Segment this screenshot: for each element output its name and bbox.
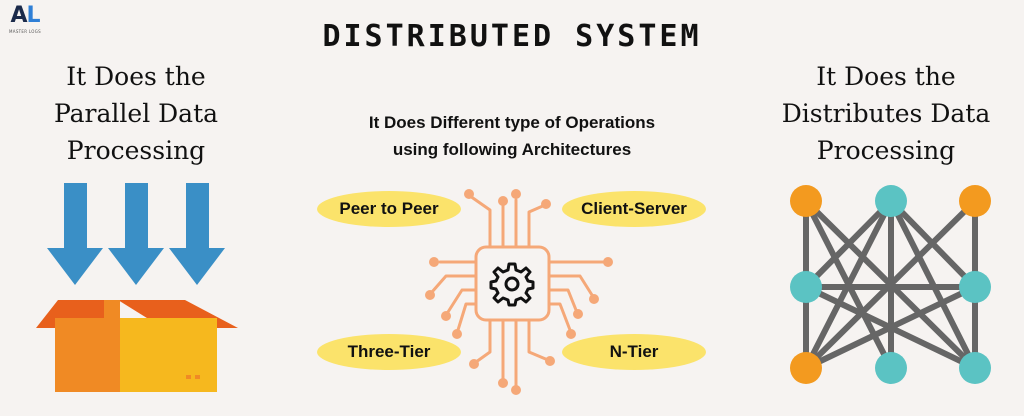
left-heading-line-3: Processing: [66, 136, 206, 165]
network-node: [790, 352, 822, 384]
center-heading-line-2: using following Architectures: [392, 140, 632, 159]
architecture-pill-bg: [562, 334, 706, 370]
center-heading-line-1: It Does Different type of Operations: [368, 113, 656, 132]
network-graph-icon: [790, 185, 991, 384]
right-heading-line-2: Distributes Data: [781, 99, 991, 128]
box-label-mark: [195, 375, 200, 379]
right-heading-line-1: It Does the: [816, 62, 956, 91]
right-heading: It Does the Distributes Data Processing: [756, 58, 1016, 169]
architecture-pill-bg: [317, 334, 461, 370]
processor-chip-icon: [430, 194, 605, 387]
pill-three-tier: Three-Tier: [347, 342, 431, 361]
circuit-terminals: [425, 189, 613, 395]
page-title: DISTRIBUTED SYSTEM: [322, 19, 702, 54]
network-node: [875, 185, 907, 217]
logo-letter-a: A: [10, 3, 27, 28]
pill-client-server: Client-Server: [581, 199, 687, 218]
brand-logo: AL MASTER LOGS: [6, 4, 44, 38]
network-node: [790, 271, 822, 303]
logo-letter-l: L: [26, 3, 41, 28]
network-node: [959, 185, 991, 217]
logo-subtitle: MASTER LOGS: [9, 29, 41, 34]
center-heading: It Does Different type of Operations usi…: [312, 109, 712, 163]
pill-n-tier: N-Tier: [609, 342, 659, 361]
gear-icon: [489, 262, 535, 307]
box-label-mark: [186, 375, 191, 379]
architecture-pill-bg: [562, 191, 706, 227]
architecture-pill-bg: [317, 191, 461, 227]
pill-peer-to-peer: Peer to Peer: [339, 199, 439, 218]
down-arrow-icon: [108, 183, 164, 285]
network-node: [790, 185, 822, 217]
logo-letters: AL: [6, 4, 44, 28]
network-node: [959, 271, 991, 303]
parallel-arrows: [47, 183, 225, 285]
right-heading-line-3: Processing: [816, 136, 956, 165]
left-heading-line-1: It Does the: [66, 62, 206, 91]
down-arrow-icon: [47, 183, 103, 285]
box-icon: [36, 300, 238, 392]
down-arrow-icon: [169, 183, 225, 285]
network-node: [875, 352, 907, 384]
left-heading: It Does the Parallel Data Processing: [6, 58, 266, 169]
left-heading-line-2: Parallel Data: [53, 99, 219, 128]
network-node: [959, 352, 991, 384]
